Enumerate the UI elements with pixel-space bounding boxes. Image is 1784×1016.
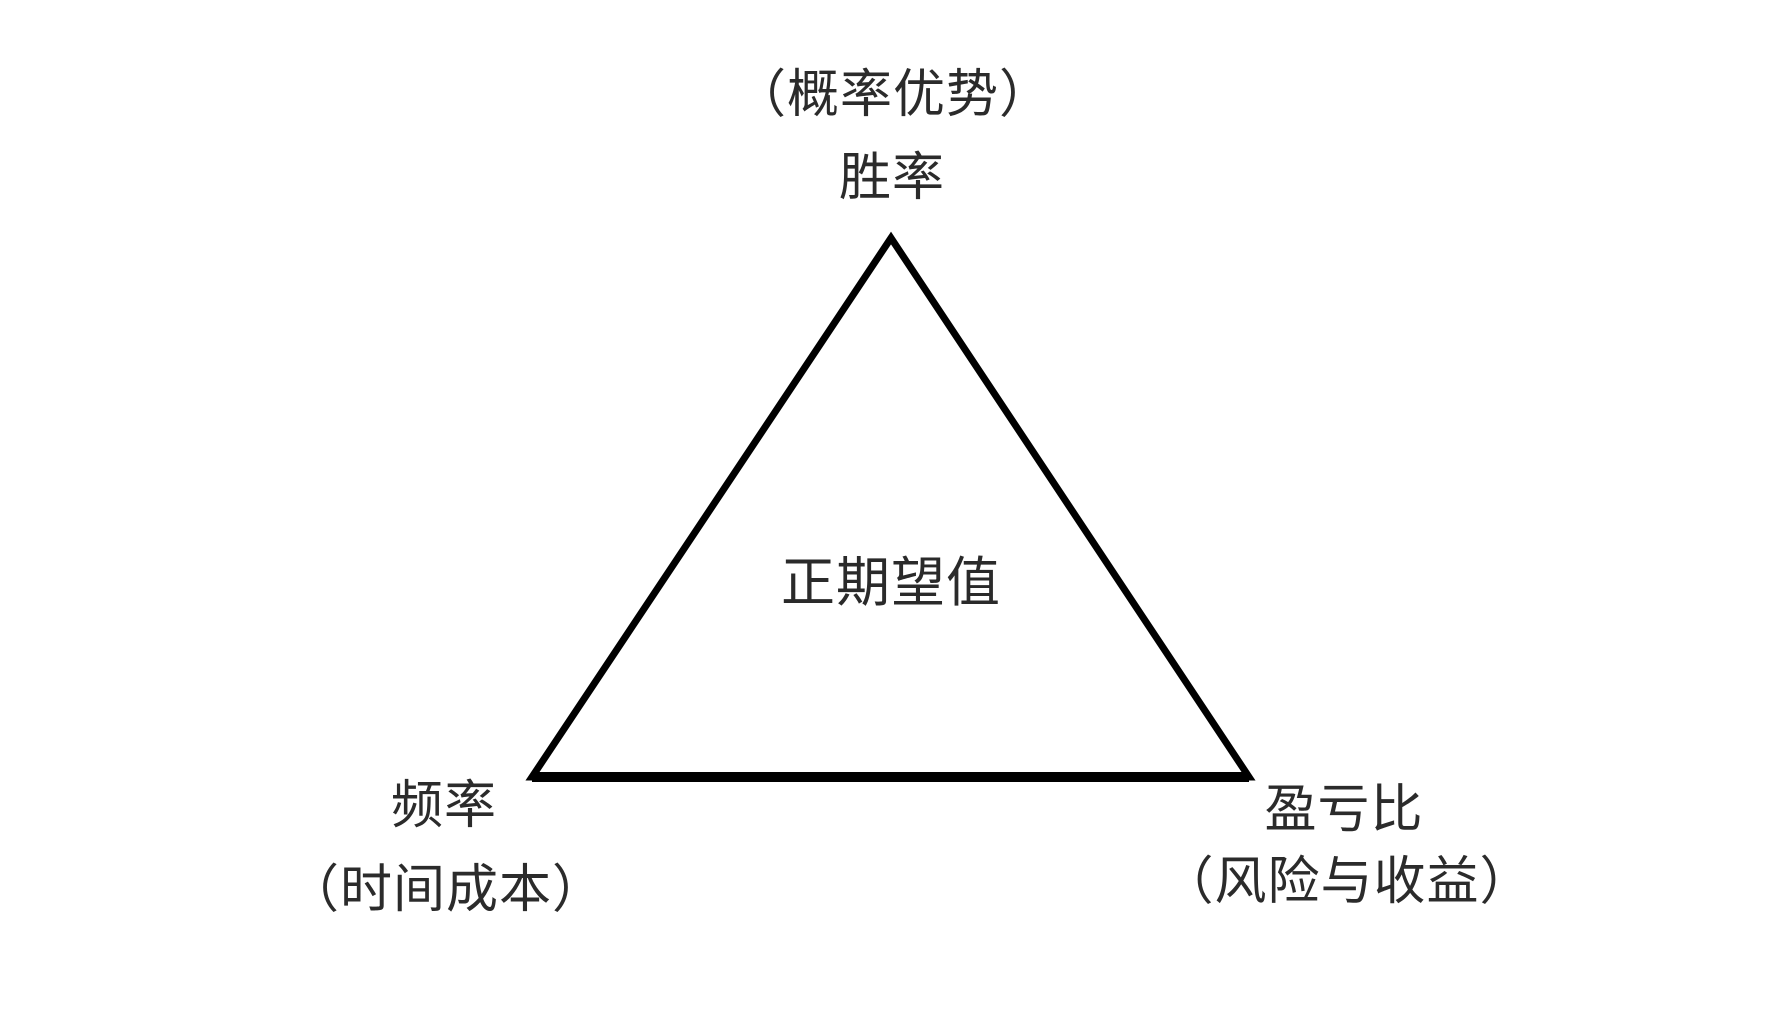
top-vertex-sublabel: （概率优势） bbox=[733, 65, 1053, 125]
bottom-right-vertex-label: 盈亏比 bbox=[1264, 780, 1424, 840]
bottom-right-vertex-sublabel: （风险与收益） bbox=[1161, 852, 1533, 912]
bottom-left-vertex-label: 频率 bbox=[390, 776, 498, 836]
top-vertex-label: 胜率 bbox=[838, 148, 946, 208]
bottom-left-vertex-sublabel: （时间成本） bbox=[286, 860, 606, 920]
center-label: 正期望值 bbox=[781, 551, 1001, 614]
triangle-outline bbox=[525, 231, 1256, 781]
